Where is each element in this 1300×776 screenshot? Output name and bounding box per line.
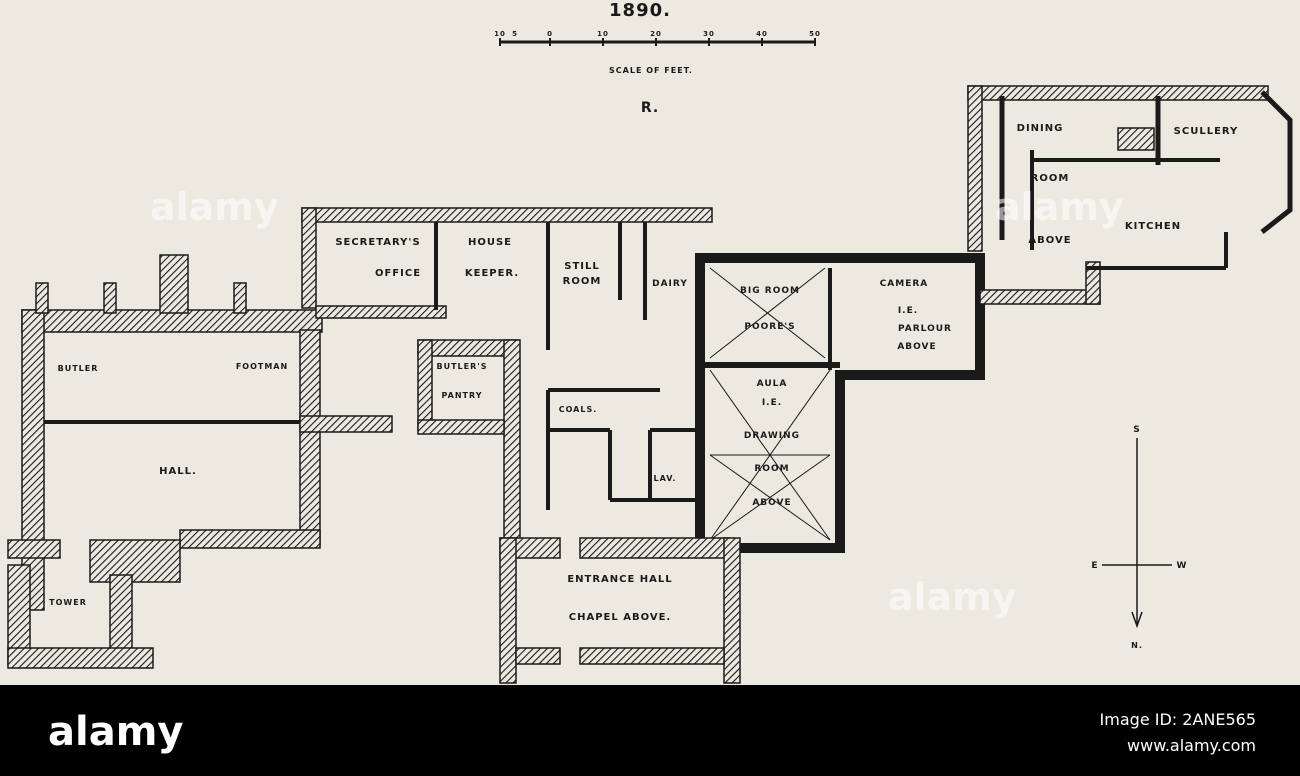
scale-tick-label: 40 [756,30,768,38]
room-label-coals: COALS. [559,405,598,414]
floor-plan: 1890. 10 5 0 10 20 30 40 50 SCALE OF FEE… [0,0,1300,685]
room-label-dairy: DAIRY [652,279,688,289]
scale-tick-label: 10 [494,30,506,38]
image-info: Image ID: 2ANE565 www.alamy.com [1100,707,1256,759]
walls [7,85,1293,684]
scale-tick-label: 30 [703,30,715,38]
room-label-secretary: SECRETARY'S [335,237,420,248]
room-label-butler: BUTLER [58,364,99,373]
room-label-ie: I.E. [898,306,918,316]
site-url: www.alamy.com [1127,736,1256,755]
plan-year: 1890. [609,0,671,21]
room-label-hall: HALL. [159,466,197,477]
room-label-tower: TOWER [49,598,87,607]
initial-mark: R. [641,100,659,116]
room-label-footman: FOOTMAN [236,362,288,371]
room-label-keeper: KEEPER. [465,268,519,279]
compass: S E W N. [1091,425,1188,650]
watermark: alamy [888,575,1017,619]
room-label-room: ROOM [1031,173,1070,184]
room-label-parlour: PARLOUR [898,324,952,334]
watermark: alamy [995,185,1124,229]
room-label-poores: POORE'S [744,322,795,332]
compass-west-label: W [1177,561,1188,571]
room-label-above: ABOVE [1028,235,1071,246]
room-label-still: STILL [564,261,600,272]
compass-south-label: S [1133,425,1140,435]
room-label-kitchen: KITCHEN [1125,221,1181,232]
room-label-office: OFFICE [375,268,421,279]
room-label-big-room: BIG ROOM [740,286,800,296]
compass-east-label: E [1091,561,1098,571]
scale-tick-label: 5 [512,30,518,38]
room-label-pantry: PANTRY [442,391,483,400]
room-label-entrance-hall: ENTRANCE HALL [567,574,672,585]
stock-footer: alamy Image ID: 2ANE565 www.alamy.com [0,685,1300,776]
room-label-house: HOUSE [468,237,512,248]
room-label-still-room: ROOM [563,276,602,287]
room-label-parlour-above: ABOVE [897,342,936,352]
scale-tick-label: 20 [650,30,662,38]
room-label-butlers: BUTLER'S [437,362,488,371]
room-label-drawing: DRAWING [744,431,800,441]
room-label-ie: I.E. [762,398,782,408]
room-label-aula: AULA [757,379,788,389]
room-label-drawing-above: ABOVE [752,498,791,508]
compass-north-label: N. [1131,641,1143,650]
scale-tick-label: 50 [809,30,821,38]
scale-caption: SCALE OF FEET. [609,66,693,75]
scale-tick-label: 10 [597,30,609,38]
brand-logo: alamy [48,709,184,755]
scale-tick-label: 0 [547,30,553,38]
room-label-chapel-above: CHAPEL ABOVE. [569,612,671,623]
room-label-lav: LAV. [654,474,677,483]
floor-plan-drawing: 1890. 10 5 0 10 20 30 40 50 SCALE OF FEE… [7,0,1293,684]
watermark: alamy [150,185,279,229]
room-label-camera: CAMERA [880,279,929,289]
image-id: Image ID: 2ANE565 [1099,710,1256,729]
scale-bar: 1890. 10 5 0 10 20 30 40 50 SCALE OF FEE… [494,0,821,116]
room-labels: DINING ROOM ABOVE SCULLERY KITCHEN SECRE… [49,123,1239,623]
room-label-drawing-room: ROOM [754,464,789,474]
room-label-dining: DINING [1017,123,1064,134]
room-label-scullery: SCULLERY [1174,126,1239,137]
